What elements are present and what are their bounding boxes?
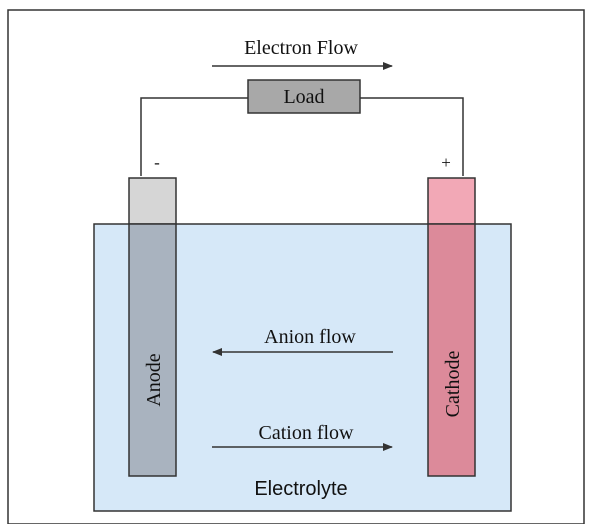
- cathode-terminal-sign: +: [441, 153, 451, 172]
- cathode-electrode-top: [427, 177, 476, 225]
- anode-electrode-top: [128, 177, 177, 225]
- anion-flow-label: Anion flow: [264, 326, 356, 348]
- electrolyte-label: Electrolyte: [254, 478, 347, 500]
- cathode-label: Cathode: [442, 351, 464, 418]
- wire-anode-to-load: [140, 97, 248, 176]
- anode-terminal-sign: -: [154, 153, 160, 172]
- load-box: [247, 79, 361, 114]
- anode-label: Anode: [143, 353, 165, 406]
- electron-flow-label: Electron Flow: [244, 37, 358, 59]
- cation-flow-label: Cation flow: [259, 422, 355, 444]
- wire-load-to-cathode: [360, 97, 464, 176]
- load-label: Load: [283, 86, 324, 108]
- cathode-electrode: [427, 223, 476, 477]
- anode-electrode: [128, 223, 177, 477]
